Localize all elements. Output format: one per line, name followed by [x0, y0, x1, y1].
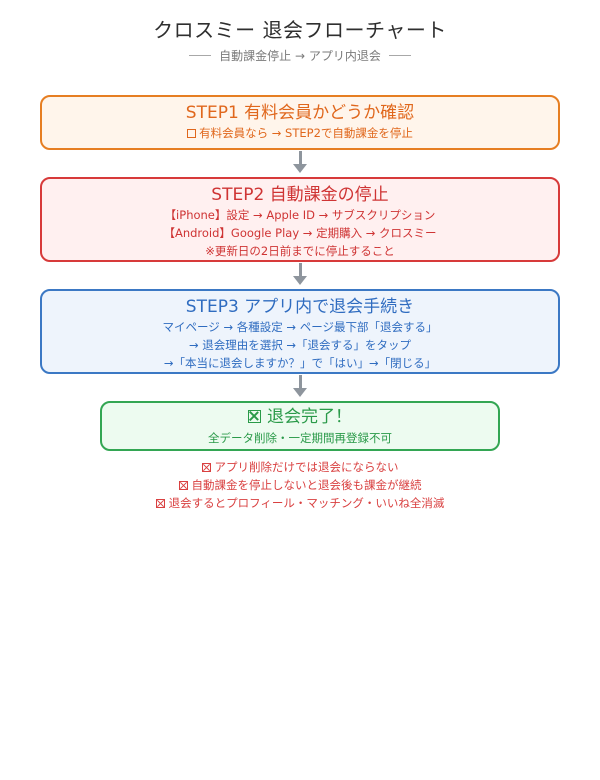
- done-mark-icon: [248, 410, 261, 423]
- step2-box: STEP2 自動課金の停止 【iPhone】設定 → Apple ID → サブ…: [40, 177, 560, 262]
- arrow-down-icon: [293, 164, 307, 173]
- arrow-step3-to-done: [292, 375, 308, 397]
- step3-line-2: → 退会理由を選択 →「退会する」をタップ: [188, 338, 412, 352]
- step3-line-3: →「本当に退会しますか？」で「はい」→「閉じる」: [163, 356, 437, 370]
- warning-text-2: 自動課金を停止しないと退会後も課金が継続: [191, 478, 422, 492]
- subtitle-right-rule: [388, 55, 411, 56]
- subtitle-row: 自動課金停止 → アプリ内退会: [0, 47, 600, 64]
- step2-line-3: ※更新日の2日前までに停止すること: [205, 244, 395, 258]
- step1-line-1-text: 有料会員なら → STEP2で自動課金を停止: [199, 126, 413, 140]
- step1-box: STEP1 有料会員かどうか確認 有料会員なら → STEP2で自動課金を停止: [40, 95, 560, 150]
- step3-box: STEP3 アプリ内で退会手続き マイページ → 各種設定 → ページ最下部「退…: [40, 289, 560, 374]
- checkbox-icon: [187, 129, 197, 138]
- step2-line-2: 【Android】Google Play → 定期購入 → クロスミー: [163, 226, 437, 240]
- done-line: 全データ削除・一定期間再登録不可: [208, 431, 392, 445]
- x-mark-icon: [178, 481, 188, 490]
- arrow-step1-to-step2: [292, 151, 308, 173]
- warning-text-3: 退会するとプロフィール・マッチング・いいね全消滅: [168, 496, 445, 510]
- step2-line-1: 【iPhone】設定 → Apple ID → サブスクリプション: [164, 208, 436, 222]
- done-box: 退会完了！ 全データ削除・一定期間再登録不可: [100, 401, 500, 451]
- x-mark-icon: [155, 499, 165, 508]
- step1-line-1: 有料会員なら → STEP2で自動課金を停止: [42, 124, 558, 142]
- arrow-shaft: [298, 375, 302, 388]
- subtitle-left-rule: [189, 55, 212, 56]
- arrow-down-icon: [293, 276, 307, 285]
- page-title: クロスミー 退会フローチャート: [153, 18, 447, 42]
- step1-heading: STEP1 有料会員かどうか確認: [185, 103, 415, 123]
- warning-item-1: アプリ削除だけでは退会にならない: [0, 458, 600, 476]
- done-heading-text: 退会完了！: [267, 407, 352, 427]
- step3-heading: STEP3 アプリ内で退会手続き: [185, 297, 415, 317]
- arrow-shaft: [298, 151, 302, 164]
- warning-item-2: 自動課金を停止しないと退会後も課金が継続: [0, 476, 600, 494]
- done-heading: 退会完了！: [102, 405, 498, 429]
- arrow-shaft: [298, 263, 302, 276]
- warning-list: アプリ削除だけでは退会にならない 自動課金を停止しないと退会後も課金が継続 退会…: [0, 458, 600, 512]
- warning-text-1: アプリ削除だけでは退会にならない: [214, 460, 399, 474]
- page-subtitle: 自動課金停止 → アプリ内退会: [219, 49, 381, 63]
- arrow-step2-to-step3: [292, 263, 308, 285]
- arrow-down-icon: [293, 388, 307, 397]
- x-mark-icon: [201, 463, 211, 472]
- step2-heading: STEP2 自動課金の停止: [211, 185, 389, 205]
- step3-line-1: マイページ → 各種設定 → ページ最下部「退会する」: [162, 320, 438, 334]
- warning-item-3: 退会するとプロフィール・マッチング・いいね全消滅: [0, 494, 600, 512]
